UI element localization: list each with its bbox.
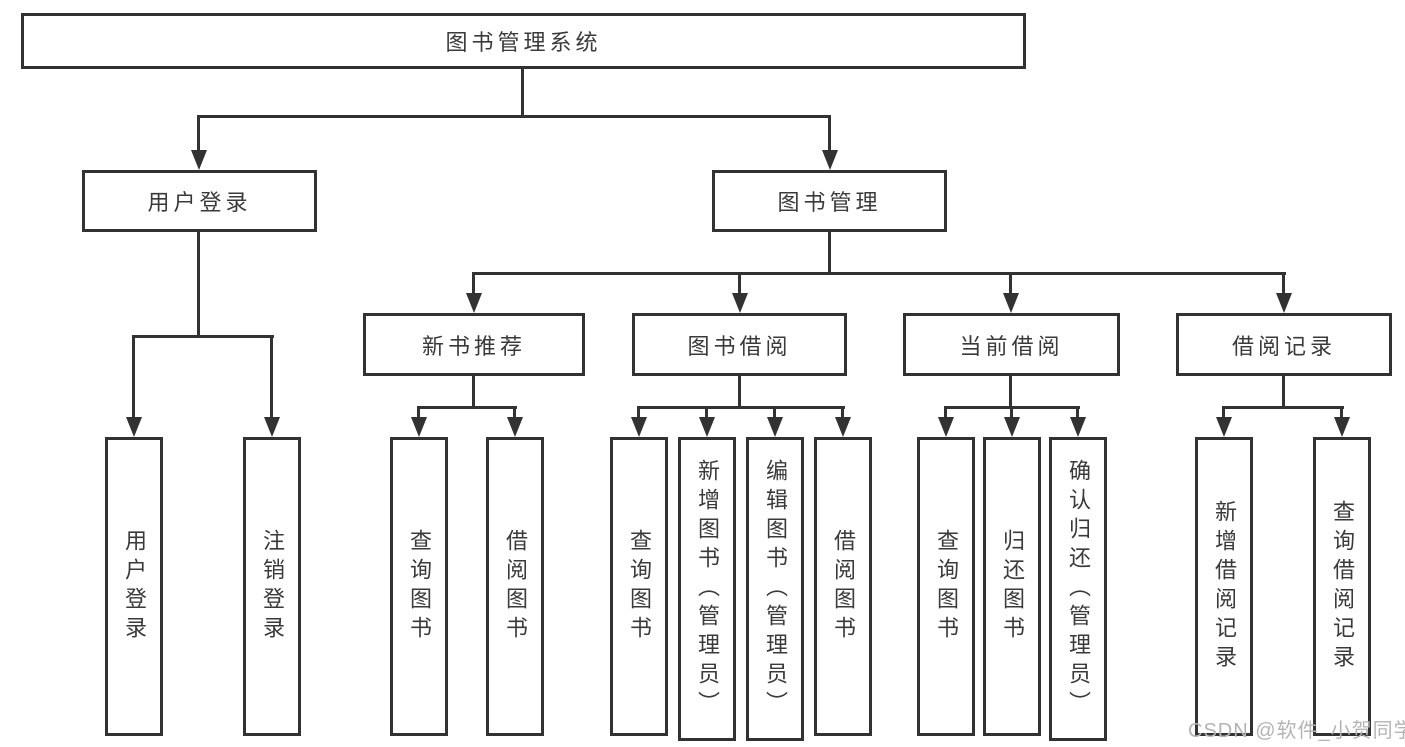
connector-vline [738, 376, 741, 409]
arrow-down-icon [466, 293, 482, 313]
node-book-management: 图书管理 [712, 170, 947, 232]
node-label: 图书管理系统 [445, 30, 602, 55]
arrow-down-icon [126, 417, 142, 437]
node-label: 用户登录 [122, 528, 147, 645]
node-label: 当前借阅 [959, 333, 1064, 359]
connector-vline [841, 406, 844, 420]
connector-vline [1340, 406, 1343, 420]
arrow-down-icon [1216, 417, 1232, 437]
arrow-down-icon [191, 150, 207, 170]
connector-vline [1282, 272, 1285, 297]
connector-vline [472, 272, 475, 297]
node-label: 编辑图书（管理员） [763, 458, 788, 720]
connector-vline [1076, 406, 1079, 420]
connector-vline [197, 115, 200, 155]
arrow-down-icon [631, 417, 647, 437]
leaf-confirm-return-admin: 确认归还（管理员） [1049, 437, 1107, 741]
connector-vline [513, 406, 516, 420]
leaf-edit-books-admin: 编辑图书（管理员） [746, 437, 804, 741]
connector-vline [705, 406, 708, 420]
node-label: 归还图书 [1000, 528, 1025, 645]
node-label: 用户登录 [147, 190, 252, 215]
node-library-system: 图书管理系统 [21, 13, 1026, 69]
leaf-logout-login: 注销登录 [243, 437, 301, 736]
node-book-borrowing: 图书借阅 [632, 313, 847, 376]
node-label: 借阅图书 [831, 528, 856, 645]
connector-vline [828, 232, 831, 275]
connector-vline [521, 68, 524, 118]
connector-vline [1009, 376, 1012, 409]
node-new-book-recommend: 新书推荐 [363, 313, 585, 376]
arrow-down-icon [264, 417, 280, 437]
arrow-down-icon [822, 150, 838, 170]
arrow-down-icon [1004, 417, 1020, 437]
connector-vline [270, 335, 273, 420]
connector-hline [132, 335, 274, 338]
node-label: 查询图书 [407, 528, 432, 645]
arrow-down-icon [699, 417, 715, 437]
connector-vline [1009, 272, 1012, 297]
node-label: 确认归还（管理员） [1066, 458, 1091, 720]
node-label: 查询图书 [934, 528, 959, 645]
connector-vline [773, 406, 776, 420]
leaf-add-books-admin: 新增图书（管理员） [678, 437, 736, 741]
arrow-down-icon [1276, 293, 1292, 313]
arrow-down-icon [938, 417, 954, 437]
arrow-down-icon [835, 417, 851, 437]
arrow-down-icon [507, 417, 523, 437]
connector-vline [472, 376, 475, 409]
leaf-query-books-current: 查询图书 [917, 437, 975, 736]
node-label: 借阅图书 [503, 528, 528, 645]
node-borrowing-records: 借阅记录 [1176, 313, 1392, 376]
arrow-down-icon [411, 417, 427, 437]
connector-hline [197, 115, 831, 118]
node-user-login: 用户登录 [82, 170, 317, 232]
connector-vline [1282, 376, 1285, 409]
arrow-down-icon [1003, 293, 1019, 313]
connector-vline [828, 115, 831, 155]
leaf-user-login: 用户登录 [105, 437, 163, 736]
node-label: 注销登录 [260, 528, 285, 645]
connector-vline [1222, 406, 1225, 420]
connector-vline [944, 406, 947, 420]
node-current-borrowing: 当前借阅 [903, 313, 1120, 376]
connector-hline [637, 406, 845, 409]
arrow-down-icon [732, 293, 748, 313]
connector-vline [637, 406, 640, 420]
connector-vline [738, 272, 741, 297]
leaf-borrow-books-recommend: 借阅图书 [486, 437, 544, 736]
arrow-down-icon [1334, 417, 1350, 437]
node-label: 新增图书（管理员） [695, 458, 720, 720]
connector-vline [132, 335, 135, 420]
connector-vline [1010, 406, 1013, 420]
node-label: 借阅记录 [1231, 333, 1336, 359]
leaf-add-borrow-record: 新增借阅记录 [1195, 437, 1253, 736]
leaf-query-borrow-record: 查询借阅记录 [1313, 437, 1371, 736]
connector-vline [197, 232, 200, 338]
node-label: 图书管理 [777, 190, 882, 215]
connector-hline [472, 272, 1286, 275]
connector-vline [417, 406, 420, 420]
node-label: 新增借阅记录 [1212, 499, 1237, 674]
csdn-watermark: CSDN @软件_小贺同学 [1188, 720, 1405, 742]
leaf-borrow-books-borrowing: 借阅图书 [814, 437, 872, 736]
node-label: 查询图书 [627, 528, 652, 645]
leaf-query-books-borrowing: 查询图书 [610, 437, 668, 736]
node-label: 新书推荐 [421, 333, 526, 359]
arrow-down-icon [1070, 417, 1086, 437]
node-label: 图书借阅 [687, 333, 792, 359]
arrow-down-icon [767, 417, 783, 437]
node-label: 查询借阅记录 [1330, 499, 1355, 674]
leaf-query-books-recommend: 查询图书 [390, 437, 448, 736]
connector-hline [417, 406, 517, 409]
connector-hline [1222, 406, 1344, 409]
leaf-return-books: 归还图书 [983, 437, 1041, 736]
